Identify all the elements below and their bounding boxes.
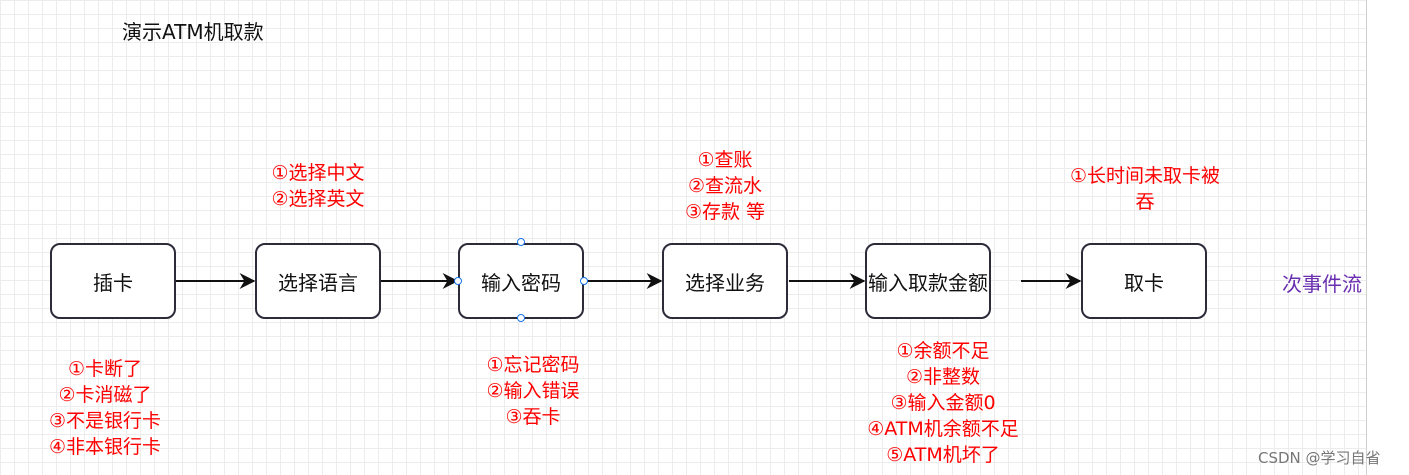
node-label: 取卡	[1124, 270, 1164, 295]
note-line: ⑤ATM机坏了	[886, 444, 1000, 466]
note-line: ①余额不足	[896, 340, 990, 362]
diagram-title: 演示ATM机取款	[122, 20, 264, 44]
node-label: 选择业务	[685, 270, 765, 295]
node-select-business[interactable]: 选择业务	[662, 243, 788, 319]
node-enter-password[interactable]: 输入密码	[458, 243, 584, 319]
selection-handle-bottom[interactable]	[517, 314, 525, 322]
notes-business: ①查账 ②查流水 ③存款 等	[660, 147, 790, 225]
canvas-edge	[1366, 0, 1409, 475]
note-line: ②选择英文	[271, 188, 365, 210]
note-line: ③吞卡	[505, 406, 561, 428]
note-line: ②输入错误	[486, 380, 580, 402]
note-line: ②非整数	[905, 366, 981, 388]
note-line: 吞	[1135, 191, 1155, 213]
note-line: ④非本银行卡	[48, 436, 162, 458]
node-label: 输入密码	[481, 270, 561, 295]
secondary-event-flow-label: 次事件流	[1282, 272, 1362, 296]
node-select-language[interactable]: 选择语言	[255, 243, 381, 319]
selection-handle-left[interactable]	[454, 277, 462, 285]
node-take-card[interactable]: 取卡	[1081, 243, 1207, 319]
note-line: ②查流水	[687, 175, 763, 197]
notes-language: ①选择中文 ②选择英文	[250, 160, 386, 212]
note-line: ①长时间未取卡被	[1069, 165, 1221, 187]
selection-handle-right[interactable]	[580, 277, 588, 285]
notes-take-card: ①长时间未取卡被 吞	[1060, 163, 1230, 215]
note-line: ②卡消磁了	[58, 384, 152, 406]
node-label: 输入取款金额	[868, 270, 988, 295]
note-line: ①查账	[697, 149, 753, 171]
selection-handle-top[interactable]	[517, 238, 525, 246]
notes-insert-card: ①卡断了 ②卡消磁了 ③不是银行卡 ④非本银行卡	[30, 356, 180, 460]
notes-password: ①忘记密码 ②输入错误 ③吞卡	[465, 352, 601, 430]
note-line: ③输入金额0	[890, 392, 996, 414]
notes-amount: ①余额不足 ②非整数 ③输入金额0 ④ATM机余额不足 ⑤ATM机坏了	[845, 338, 1041, 468]
node-label: 插卡	[93, 270, 133, 295]
note-line: ③不是银行卡	[48, 410, 162, 432]
note-line: ①选择中文	[271, 162, 365, 184]
node-label: 选择语言	[278, 270, 358, 295]
note-line: ①忘记密码	[486, 354, 580, 376]
note-line: ③存款 等	[684, 201, 766, 223]
node-insert-card[interactable]: 插卡	[50, 243, 176, 319]
note-line: ④ATM机余额不足	[867, 418, 1019, 440]
note-line: ①卡断了	[67, 358, 143, 380]
node-enter-amount[interactable]: 输入取款金额	[865, 243, 991, 319]
watermark: CSDN @学习自省	[1258, 449, 1381, 467]
